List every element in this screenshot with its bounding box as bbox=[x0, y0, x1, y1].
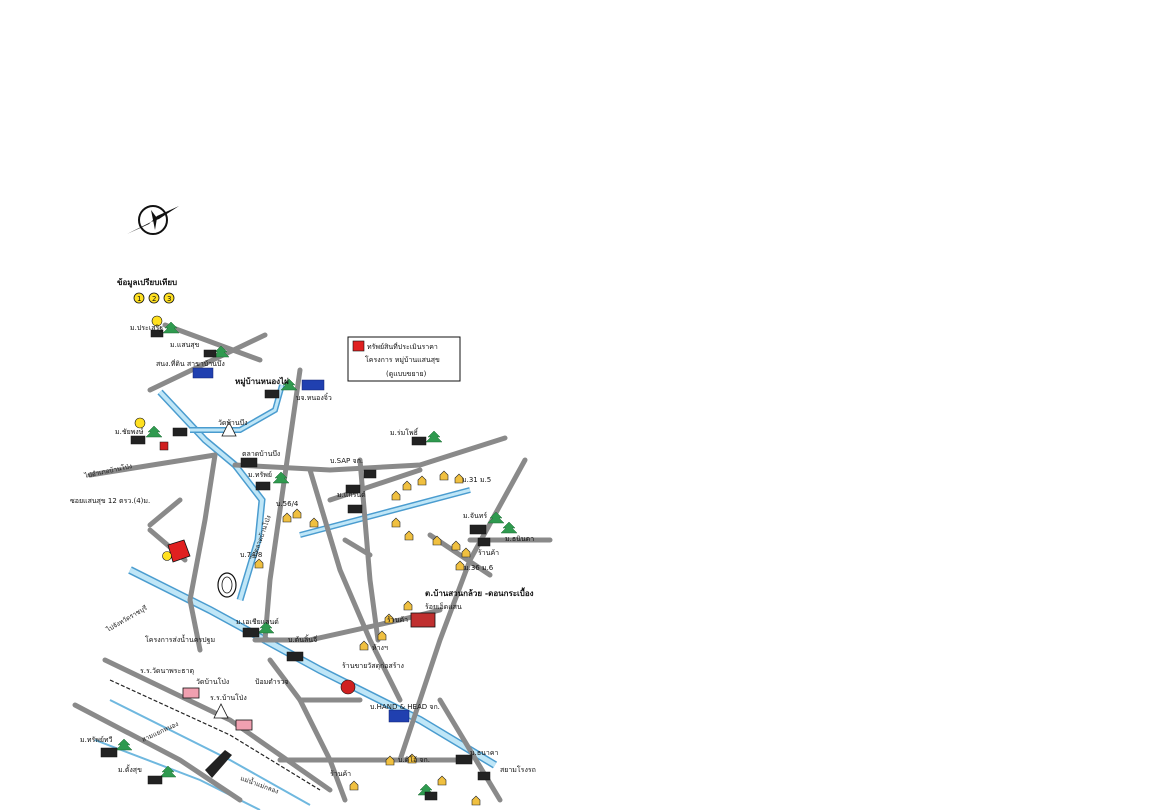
label-10: บ.SAP จก. bbox=[330, 457, 363, 465]
legend-line-1: ทรัพย์สินที่ประเมินราคา bbox=[367, 342, 438, 351]
label-19: บ.74/8 bbox=[240, 551, 262, 559]
label-43: ร้านค้า bbox=[330, 770, 351, 778]
label-02: ม.แสนสุข bbox=[170, 341, 200, 349]
landmark-icons bbox=[159, 441, 356, 778]
label-21: ต.บ้านสวนกล้วย -ดอนกระเบื้อง bbox=[425, 587, 534, 598]
label-15: ม.จันทร์ bbox=[463, 512, 487, 520]
marker-1: 1 bbox=[137, 295, 141, 303]
label-44: บ.ดิโอ้ จก. bbox=[398, 755, 430, 764]
label-18: ม.36 ม.6 bbox=[464, 564, 494, 572]
marker-2: 2 bbox=[152, 295, 156, 303]
label-29: ร.ร.บ้านโป่ง bbox=[210, 693, 247, 702]
label-36: ม.ธนาคา bbox=[470, 749, 499, 757]
label-01: ม.ประเสริฐ bbox=[130, 324, 163, 332]
legend: ทรัพย์สินที่ประเมินราคา โครงการ หมู่บ้าน… bbox=[347, 336, 461, 382]
building-icons bbox=[100, 329, 491, 801]
office-icons bbox=[192, 367, 410, 723]
label-14: ซอยแสนสุข 12 ตรว.(4)ม. bbox=[70, 497, 150, 505]
label-24: โครงการส่งน้ำนครปฐม bbox=[145, 633, 215, 644]
label-11: ม.ร่มโพธิ์ bbox=[390, 427, 419, 437]
label-16: ม.ธนินดา bbox=[505, 535, 534, 543]
subject-property-marker bbox=[162, 539, 191, 563]
label-05: บจ.หนองจิ๋ว bbox=[296, 393, 332, 402]
label-27: ร.ร.วัดนาพระธาตุ bbox=[140, 667, 194, 675]
label-33: ม.ตั้งสุข bbox=[118, 763, 142, 774]
house-icons bbox=[254, 470, 481, 806]
label-20: บ.56/4 bbox=[276, 500, 299, 508]
label-30: ป้อมตำรวจ bbox=[255, 678, 289, 686]
label-13: ม.31 ม.5 bbox=[462, 476, 491, 484]
legend-line-3: (ดูแบบขยาย) bbox=[386, 370, 427, 378]
tree-icons bbox=[115, 321, 518, 796]
label-23: ม.เอเชียแลนด์ bbox=[236, 618, 279, 626]
label-04: หมู่บ้านหนองไผ่ bbox=[235, 376, 289, 387]
temple-icons bbox=[182, 421, 436, 731]
label-41: ร้านค้า bbox=[387, 616, 408, 624]
railway bbox=[109, 679, 321, 791]
label-03: สนง.ที่ดิน สาขาบ้านบึง bbox=[156, 359, 225, 368]
marker-3: 3 bbox=[167, 295, 171, 303]
label-07: ม.ชัยพงษ์ bbox=[115, 428, 144, 436]
label-38: ไปอำเภอบ้านโป่ง bbox=[83, 462, 133, 480]
label-08: ตลาดบ้านบึง bbox=[242, 449, 280, 458]
legend-line-2: โครงการ หมู่บ้านแสนสุข bbox=[365, 355, 440, 364]
label-26: ร้านขายวัสดุก่อสร้าง bbox=[342, 662, 404, 670]
label-31: บ.HAND & HEAD จก. bbox=[370, 703, 440, 711]
label-09: ม.ทรัพย์ bbox=[248, 471, 272, 479]
compass-icon bbox=[127, 205, 179, 235]
label-37: สยามโรงรถ bbox=[500, 765, 536, 774]
label-06: วัดบ้านบึง bbox=[218, 418, 248, 427]
label-17: ร้านค้า bbox=[478, 549, 499, 557]
comparison-pins bbox=[134, 315, 163, 429]
label-42: ห้างฯ bbox=[372, 644, 388, 652]
label-22: ร้อยเอ็ดแสน bbox=[425, 602, 462, 611]
map-title: ข้อมูลเปรียบเทียบ bbox=[117, 277, 177, 288]
comparison-markers: 1 2 3 bbox=[133, 292, 175, 304]
label-12: ม.แกรนด์ bbox=[337, 491, 366, 499]
label-28: วัดบ้านโป่ง bbox=[196, 677, 229, 686]
label-25: บ.ต้นลิ้นจี่ bbox=[288, 633, 317, 644]
place-labels: ม.ประเสริฐ ม.แสนสุข สนง.ที่ดิน สาขาบ้านบ… bbox=[70, 324, 536, 796]
label-32: ม.ทรัพย์ทวี bbox=[80, 736, 113, 744]
label-39: ไปจังหวัดราชบุรี bbox=[104, 604, 149, 635]
